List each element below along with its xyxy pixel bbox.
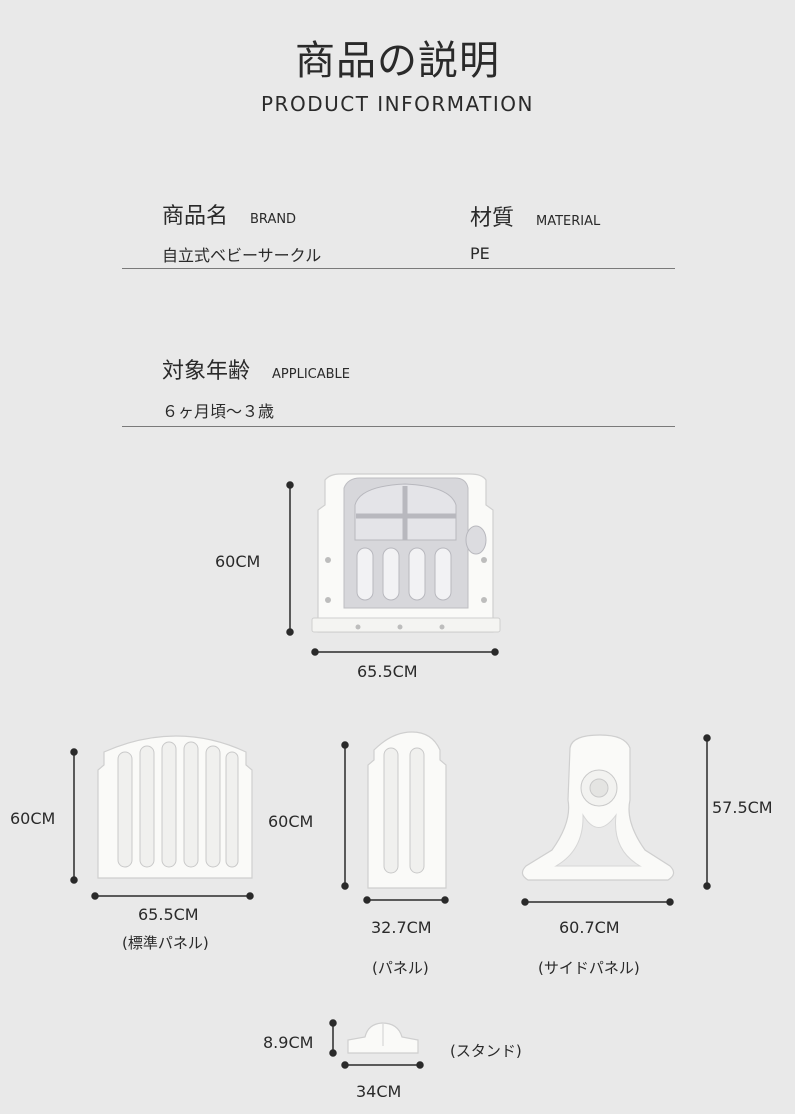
- material-label-jp: 材質: [470, 206, 515, 231]
- material-label: 材質 MATERIAL: [470, 200, 600, 232]
- side-panel-illustration: [521, 734, 675, 881]
- panel-height-label: 60CM: [268, 812, 314, 831]
- brand-label: 商品名 BRAND: [162, 198, 296, 230]
- side-panel-caption: (サイドパネル): [538, 959, 640, 977]
- divider: [122, 268, 675, 269]
- material-label-en: MATERIAL: [536, 214, 601, 229]
- side-panel-width-label: 60.7CM: [559, 918, 620, 937]
- stand-height-label: 8.9CM: [263, 1033, 314, 1052]
- material-value: PE: [470, 244, 490, 263]
- divider: [122, 426, 675, 427]
- gate-height-label: 60CM: [215, 552, 261, 571]
- gate-panel-illustration: [311, 473, 501, 633]
- panel-width-label: 32.7CM: [371, 918, 432, 937]
- panel-caption: (パネル): [372, 959, 429, 977]
- applicable-label-en: APPLICABLE: [272, 367, 351, 382]
- page-subtitle: PRODUCT INFORMATION: [261, 92, 534, 116]
- applicable-value: ６ヶ月頃～３歳: [162, 402, 275, 421]
- brand-label-en: BRAND: [250, 212, 297, 227]
- standard-panel-illustration: [97, 735, 253, 879]
- brand-value: 自立式ベビーサークル: [162, 246, 322, 265]
- standard-panel-height-label: 60CM: [10, 809, 56, 828]
- stand-caption: (スタンド): [450, 1042, 522, 1060]
- standard-panel-width-label: 65.5CM: [138, 905, 199, 924]
- gate-width-label: 65.5CM: [357, 662, 418, 681]
- page-title: 商品の説明: [295, 38, 500, 84]
- panel-illustration: [367, 731, 447, 889]
- side-panel-height-label: 57.5CM: [712, 798, 773, 817]
- stand-width-label: 34CM: [356, 1082, 402, 1101]
- stand-illustration: [347, 1022, 419, 1054]
- standard-panel-caption: (標準パネル): [122, 934, 209, 952]
- applicable-label-jp: 対象年齢: [162, 359, 251, 384]
- brand-label-jp: 商品名: [162, 204, 229, 229]
- applicable-label: 対象年齢 APPLICABLE: [162, 353, 350, 385]
